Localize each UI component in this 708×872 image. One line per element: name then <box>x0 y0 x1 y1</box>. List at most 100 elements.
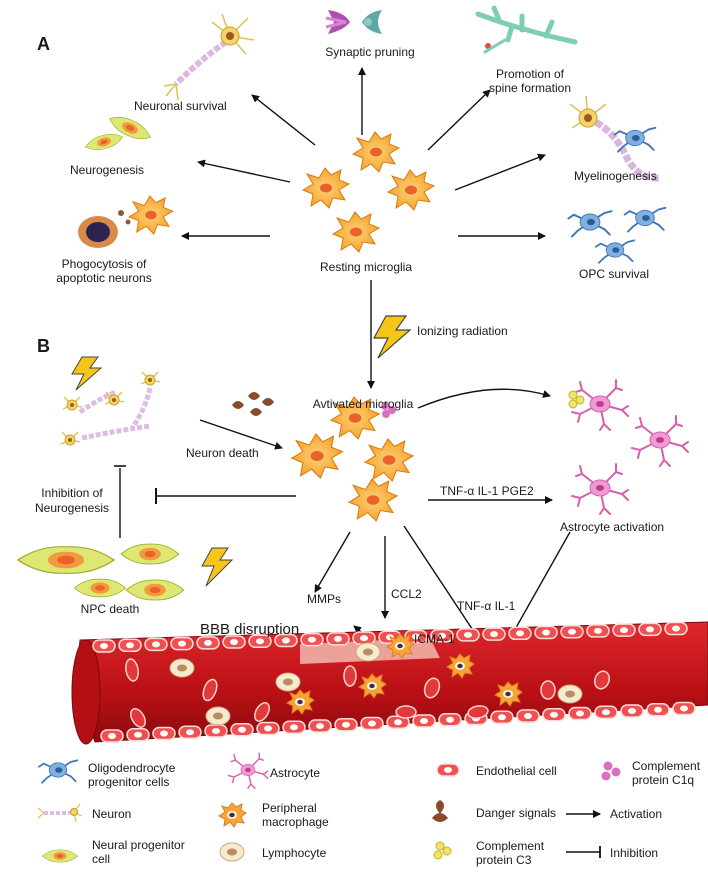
endothelial-cell <box>438 712 462 727</box>
endothelial-cell <box>100 729 124 743</box>
legend-c3-label-2: protein C3 <box>476 853 532 867</box>
phagocytosis-illustration <box>78 195 174 248</box>
astrocyte-activation-label: Astrocyte activation <box>560 520 665 534</box>
endothelial-cell <box>178 725 202 739</box>
legend-activation-label: Activation <box>610 807 663 821</box>
mmps-label: MMPs <box>307 592 341 606</box>
cytokine-label-tnf-il1-pge2: TNF-α IL-1 PGE2 <box>440 484 534 498</box>
arrow-microglia-to-astrocyte-c1q <box>417 388 551 409</box>
endothelial-cell <box>334 717 358 732</box>
resting-microglia-label: Resting microglia <box>319 260 413 274</box>
neuronal-survival-label: Neuronal survival <box>134 99 227 113</box>
panel-a <box>78 5 667 264</box>
endothelial-cell <box>612 623 636 637</box>
neurogenesis-label: Neurogenesis <box>70 163 145 177</box>
legend-macrophage-icon <box>218 802 247 828</box>
endothelial-cell <box>308 719 332 733</box>
endothelial-cell <box>230 722 254 737</box>
legend-neuron-icon <box>37 803 83 823</box>
opc-illustration-survival <box>567 206 667 264</box>
astrocyte-cluster <box>568 379 689 515</box>
endothelial-cell <box>118 638 142 652</box>
ccl2-label: CCL2 <box>391 587 422 601</box>
myelinogenesis-label: Myelinogenesis <box>574 169 657 183</box>
synaptic-pruning-label: Synaptic pruning <box>325 45 415 59</box>
endothelial-cell <box>568 706 592 721</box>
phagocytosis-label-2: apoptotic neurons <box>56 271 152 285</box>
tnf-il1-label: TNF-α IL-1 <box>457 599 516 613</box>
inhibition-label-1: Inhibition of <box>41 486 103 500</box>
endothelial-cell <box>326 632 350 646</box>
red-blood-cells <box>125 658 611 728</box>
legend-npc-label-1: Neural progenitor <box>92 838 185 852</box>
endothelial-cell <box>360 716 384 731</box>
panel-a-arrows <box>181 67 546 240</box>
endothelial-cell <box>196 636 220 650</box>
ionizing-radiation-bolt <box>372 315 412 359</box>
panel-a-label: A <box>37 34 50 54</box>
endothelial-cell <box>456 628 480 642</box>
endothelial-cell <box>300 632 324 647</box>
legend-c1q-icon <box>601 761 621 781</box>
neuron-illustration-survival <box>163 13 255 101</box>
legend-inhibition-icon <box>566 846 601 858</box>
endothelial-cell <box>412 714 436 728</box>
legend-c1q-label-1: Complement <box>632 759 701 773</box>
myelination-illustration <box>569 95 661 182</box>
phagocytosis-label-1: Phogocytosis of <box>61 257 147 271</box>
spine-formation-label-1: Promotion of <box>495 67 565 81</box>
npc-death-illustration <box>17 543 234 601</box>
ionizing-radiation-label: Ionizing radiation <box>417 324 508 338</box>
legend-danger-icon <box>432 800 448 822</box>
legend-inhibition-label: Inhibition <box>610 846 659 860</box>
endothelial-cell <box>482 627 506 641</box>
bbb-disruption-label: BBB disruption <box>200 621 300 638</box>
npc-death-label: NPC death <box>80 602 140 616</box>
endothelial-cell <box>646 702 670 717</box>
inhibition-lines <box>114 465 296 538</box>
resting-microglia-cluster <box>302 131 435 253</box>
damaged-neurons-illustration <box>60 356 161 446</box>
opc-survival-label: OPC survival <box>578 267 650 281</box>
legend-c1q-label-2: protein C1q <box>632 773 695 787</box>
endothelial-cell <box>352 631 376 645</box>
blood-vessel <box>71 621 708 745</box>
legend-c3-icon <box>433 841 452 860</box>
endothelial-cell <box>126 727 150 742</box>
endothelial-cell <box>170 636 194 651</box>
panel-b-label: B <box>37 336 50 356</box>
legend-astrocyte-label: Astrocyte <box>270 766 321 780</box>
danger-signals-illustration <box>232 392 274 416</box>
legend-endothelial-label: Endothelial cell <box>476 764 557 778</box>
endothelial-cell <box>152 726 176 741</box>
legend-macrophage-label-1: Peripheral <box>262 801 317 815</box>
endothelial-cell <box>204 724 228 738</box>
endothelial-cell <box>586 624 610 638</box>
inhibition-label-2: Neurogenesis <box>34 501 110 515</box>
legend-opc-icon <box>37 759 79 784</box>
legend-opc-label-2: progenitor cells <box>88 775 170 789</box>
legend-npc-label-2: cell <box>92 852 111 866</box>
endothelial-cell <box>594 705 618 719</box>
endothelial-cell <box>490 710 514 724</box>
endothelial-cell <box>92 639 116 653</box>
npc-illustration-neurogenesis <box>83 111 154 154</box>
endothelial-cell <box>534 625 558 640</box>
legend-endothelial-icon <box>436 763 460 777</box>
legend-macrophage-label-2: macrophage <box>262 815 329 829</box>
endothelial-cell <box>144 637 168 652</box>
endothelial-cell <box>560 624 584 639</box>
legend-npc-icon <box>42 849 78 863</box>
legend-lymphocyte-label: Lymphocyte <box>262 846 327 860</box>
legend-c3-label-1: Complement <box>476 839 545 853</box>
endothelial-cell <box>672 701 696 716</box>
activated-microglia-cluster <box>291 396 414 522</box>
activated-microglia-label: Avtivated microglia <box>312 397 414 411</box>
legend-astrocyte-icon <box>227 752 269 789</box>
panel-b <box>17 356 689 661</box>
synapse-icon <box>325 10 382 34</box>
legend-lymphocyte-icon <box>219 842 245 862</box>
endothelial-cell <box>664 621 688 636</box>
endothelial-cell <box>516 709 540 723</box>
